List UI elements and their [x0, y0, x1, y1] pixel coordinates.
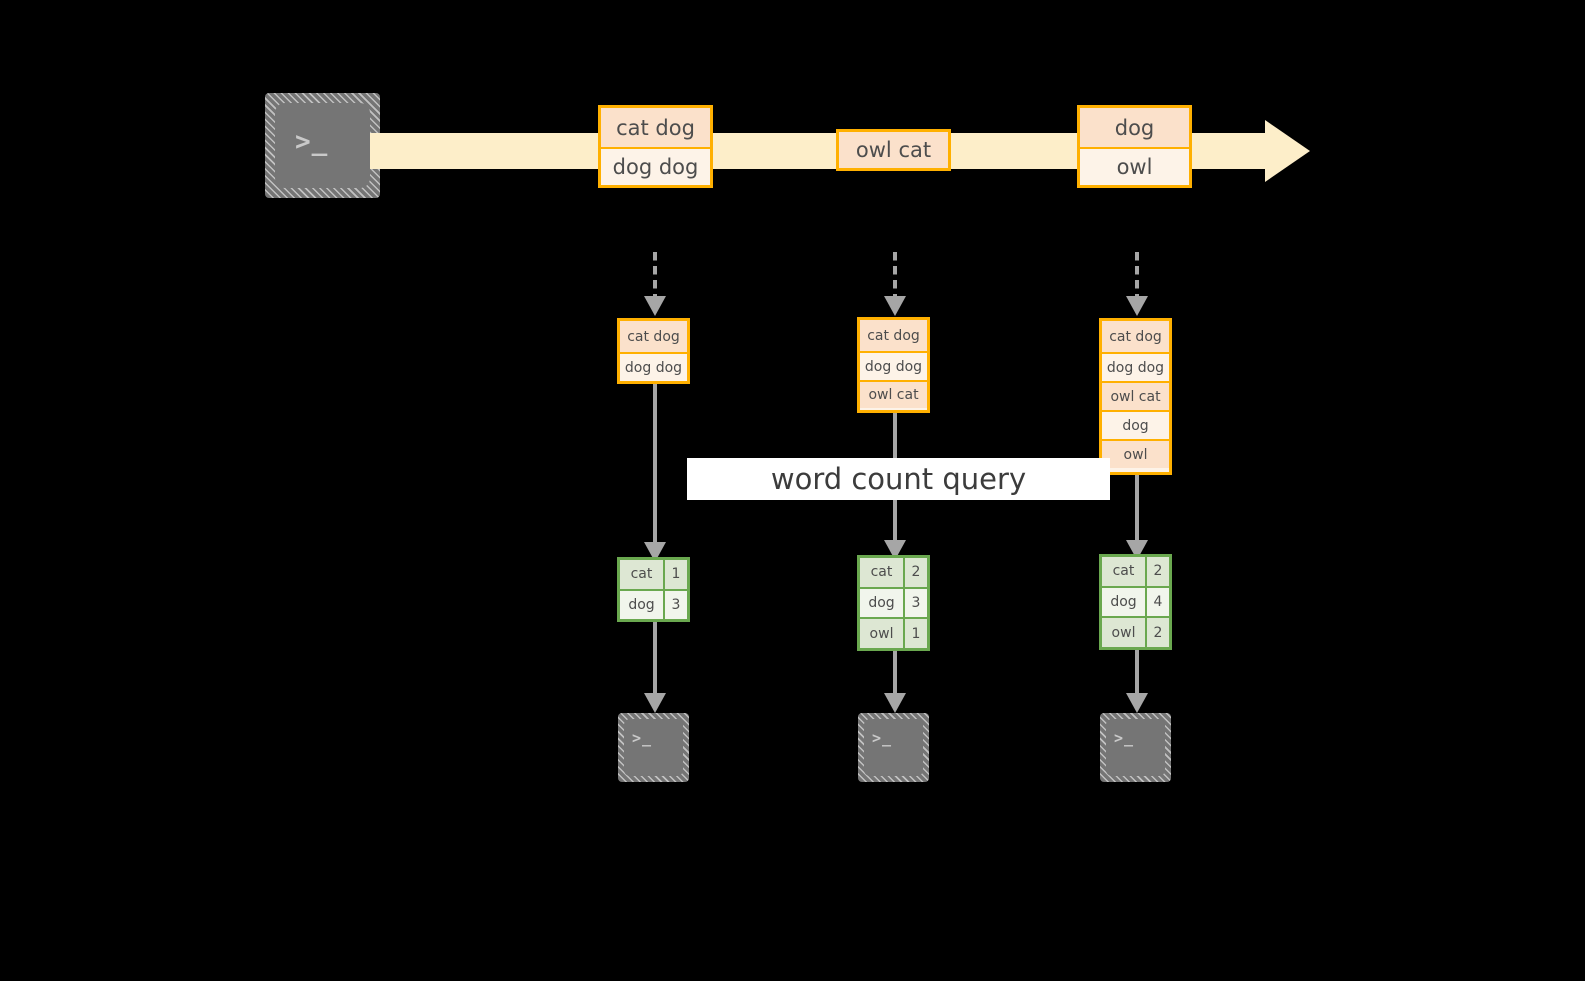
snapshot-row: dog dog [860, 351, 927, 380]
terminal-sink-1-screen [624, 719, 683, 776]
stream-to-snapshot-arrow-head-icon-1 [644, 296, 666, 316]
result-count: 2 [1147, 557, 1169, 586]
terminal-prompt-icon: >_ [295, 127, 329, 157]
result-word: dog [860, 588, 905, 618]
result-count: 3 [905, 588, 927, 618]
result-count: 2 [1147, 618, 1169, 648]
result-table-1: cat 1 dog 3 [617, 557, 690, 622]
result-table-3: cat 2 dog 4 owl 2 [1099, 554, 1172, 650]
snapshot-row: dog dog [1102, 352, 1169, 381]
terminal-sink-2: >_ [858, 713, 929, 782]
stream-group-1: cat dog dog dog [598, 105, 713, 188]
snapshot-row: cat dog [860, 320, 927, 351]
snapshot-table-3: cat dog dog dog owl cat dog owl [1099, 318, 1172, 475]
result-to-sink-connector-2 [893, 651, 897, 700]
stream-to-snapshot-connector-1 [653, 252, 657, 300]
terminal-prompt-icon: >_ [872, 729, 893, 747]
terminal-prompt-icon: >_ [1114, 729, 1135, 747]
table-row: dog 3 [860, 586, 927, 618]
result-to-sink-connector-3 [1135, 650, 1139, 700]
snapshot-row: dog [1102, 410, 1169, 439]
result-word: cat [620, 560, 665, 589]
stream-to-snapshot-arrow-head-icon-2 [884, 296, 906, 316]
table-row: cat 2 [1102, 557, 1169, 586]
stream-record: dog dog [601, 147, 710, 185]
terminal-sink-1: >_ [618, 713, 689, 782]
result-to-sink-arrow-head-icon-1 [644, 693, 666, 713]
terminal-source: >_ [265, 93, 380, 198]
snapshot-table-2: cat dog dog dog owl cat [857, 317, 930, 413]
terminal-source-screen [275, 103, 370, 188]
snapshot-row: cat dog [620, 321, 687, 352]
stream-to-snapshot-connector-3 [1135, 252, 1139, 300]
stream-record: owl cat [839, 132, 948, 168]
result-to-sink-connector-1 [653, 622, 657, 700]
stream-to-snapshot-arrow-head-icon-3 [1126, 296, 1148, 316]
result-word: owl [860, 619, 905, 649]
result-word: dog [1102, 587, 1147, 617]
result-word: dog [620, 590, 665, 619]
result-word: owl [1102, 618, 1147, 648]
table-row: dog 3 [620, 588, 687, 619]
terminal-sink-2-screen [864, 719, 923, 776]
snapshot-table-1: cat dog dog dog [617, 318, 690, 384]
snapshot-row: owl [1102, 439, 1169, 468]
table-row: owl 2 [1102, 616, 1169, 648]
result-count: 2 [905, 558, 927, 587]
result-count: 1 [665, 560, 687, 589]
table-row: dog 4 [1102, 585, 1169, 617]
terminal-prompt-icon: >_ [632, 729, 653, 747]
stream-group-2: owl cat [836, 129, 951, 171]
snapshot-row: owl cat [1102, 381, 1169, 410]
result-to-sink-arrow-head-icon-2 [884, 693, 906, 713]
result-count: 3 [665, 590, 687, 619]
result-count: 4 [1147, 587, 1169, 617]
query-label-banner: word count query [687, 458, 1110, 500]
table-row: cat 1 [620, 560, 687, 589]
snapshot-row: cat dog [1102, 321, 1169, 352]
stream-record: cat dog [601, 108, 710, 147]
snapshot-row: owl cat [860, 380, 927, 408]
stream-group-3: dog owl [1077, 105, 1192, 188]
table-row: owl 1 [860, 617, 927, 649]
result-to-sink-arrow-head-icon-3 [1126, 693, 1148, 713]
result-word: cat [860, 558, 905, 587]
terminal-sink-3: >_ [1100, 713, 1171, 782]
query-connector-3 [1135, 475, 1139, 550]
stream-to-snapshot-connector-2 [893, 252, 897, 300]
result-count: 1 [905, 619, 927, 649]
stream-arrow-head-icon [1265, 120, 1310, 182]
terminal-sink-3-screen [1106, 719, 1165, 776]
result-table-2: cat 2 dog 3 owl 1 [857, 555, 930, 651]
table-row: cat 2 [860, 558, 927, 587]
query-connector-1 [653, 384, 657, 552]
snapshot-row: dog dog [620, 352, 687, 381]
stream-record: dog [1080, 108, 1189, 147]
result-word: cat [1102, 557, 1147, 586]
stream-record: owl [1080, 147, 1189, 185]
